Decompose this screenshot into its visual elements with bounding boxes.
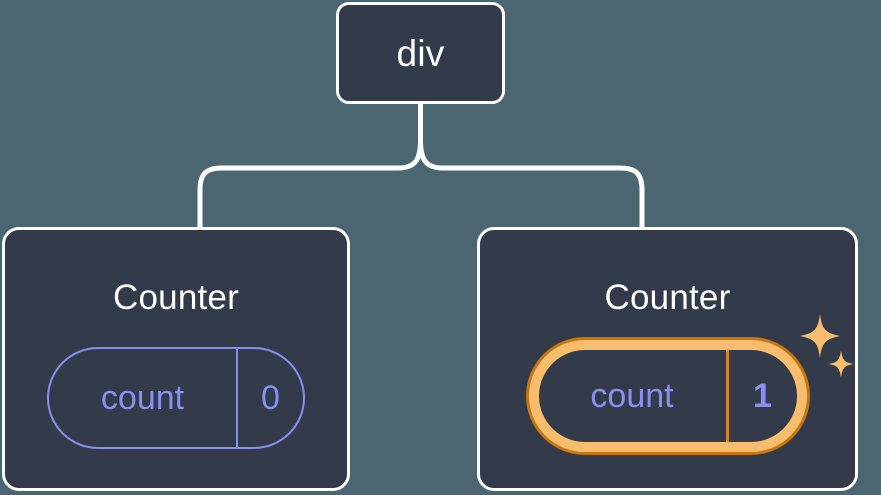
node-label-div: div — [396, 32, 445, 74]
state-value-label: 1 — [753, 377, 772, 415]
state-pill-inner: count 1 — [538, 350, 797, 442]
state-pill-wrapper-left: count 0 — [47, 347, 305, 449]
state-pill-count[interactable]: count 0 — [47, 347, 305, 449]
state-value-label: 0 — [261, 379, 280, 417]
tree-node-counter-left[interactable]: Counter count 0 — [2, 227, 350, 491]
state-pill-wrapper-right: count 1 — [525, 337, 810, 455]
state-pill-count-highlighted[interactable]: count 1 — [525, 337, 810, 455]
tree-node-div[interactable]: div — [336, 2, 505, 104]
state-key-label: count — [539, 350, 729, 442]
connector-branch-left — [197, 137, 423, 230]
node-title-counter: Counter — [113, 278, 239, 317]
connector-branch-right — [418, 137, 645, 230]
node-title-counter: Counter — [604, 278, 731, 317]
tree-node-counter-right[interactable]: Counter count 1 — [477, 227, 858, 491]
state-key-label: count — [49, 349, 238, 447]
